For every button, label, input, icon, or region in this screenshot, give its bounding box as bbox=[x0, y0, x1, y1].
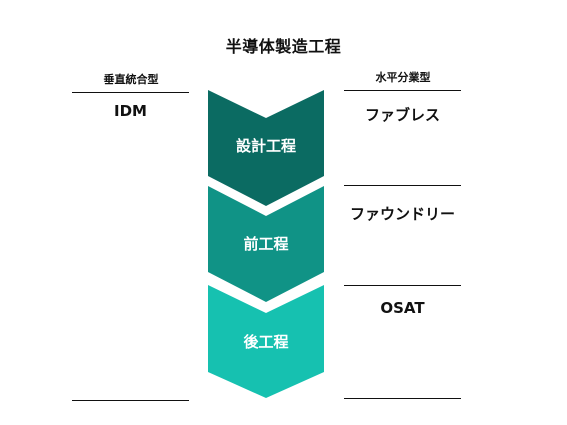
stage-back-end-label: 後工程 bbox=[242, 333, 288, 351]
foundry-label: ファウンドリー bbox=[349, 205, 455, 223]
right-rule-3 bbox=[344, 285, 461, 286]
stage-design-shape bbox=[208, 90, 324, 206]
stage-front-end: 前工程 bbox=[208, 186, 324, 302]
left-top-rule bbox=[72, 92, 189, 93]
diagram-title: 半導体製造工程 bbox=[225, 37, 342, 56]
right-rule-1 bbox=[344, 90, 461, 91]
osat-label: OSAT bbox=[380, 299, 425, 317]
stage-design: 設計工程 bbox=[208, 90, 324, 206]
horizontal-division-heading: 水平分業型 bbox=[375, 71, 431, 84]
stage-back-end: 後工程 bbox=[208, 285, 324, 398]
stage-front-end-label: 前工程 bbox=[243, 235, 288, 253]
stage-back-end-shape bbox=[208, 285, 324, 398]
right-bottom-rule bbox=[344, 398, 461, 399]
idm-label: IDM bbox=[114, 102, 147, 120]
stage-design-label: 設計工程 bbox=[236, 137, 296, 155]
vertical-integration-heading: 垂直統合型 bbox=[103, 73, 159, 86]
fabless-label: ファブレス bbox=[364, 106, 440, 124]
left-bottom-rule bbox=[72, 400, 189, 401]
right-rule-2 bbox=[344, 185, 461, 186]
stage-front-end-shape bbox=[208, 186, 324, 302]
